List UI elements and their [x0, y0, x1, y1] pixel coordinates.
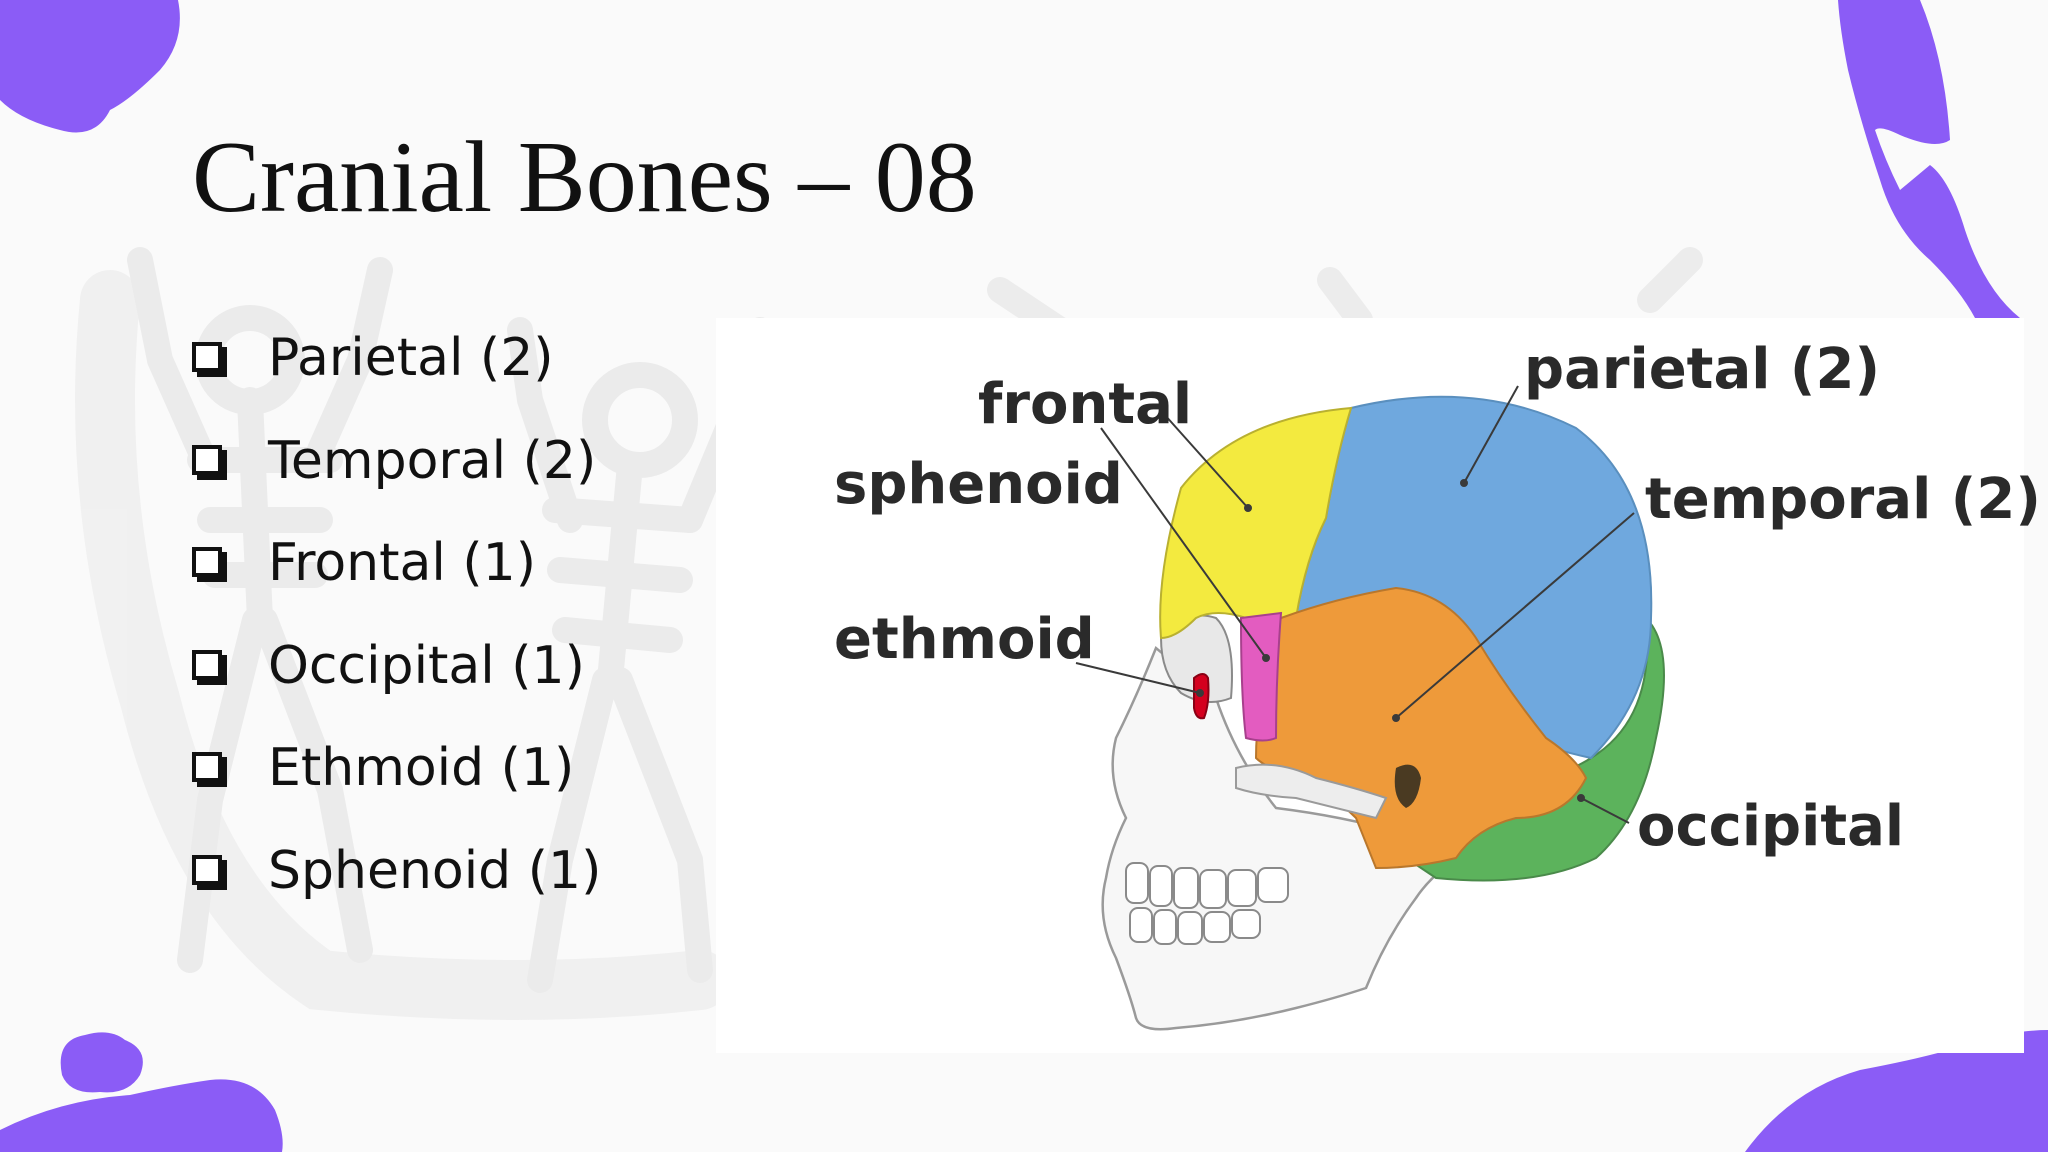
- list-item: Sphenoid (1): [192, 841, 601, 946]
- checkbox-icon: [192, 649, 222, 680]
- list-item-label: Parietal (2): [268, 328, 554, 388]
- list-item: Temporal (2): [192, 431, 601, 536]
- label-occipital: occipital: [1637, 794, 1904, 859]
- checkbox-icon: [192, 854, 222, 885]
- blob-bottom-right: [1745, 1030, 2048, 1152]
- blob-top-left: [0, 0, 180, 133]
- blob-bottom-left-small: [60, 1032, 143, 1093]
- blob-bottom-left: [0, 1079, 283, 1152]
- leader-lines: [1075, 385, 1635, 824]
- sphenoid-bone: [1239, 611, 1283, 742]
- checkbox-icon: [192, 547, 222, 577]
- label-temporal: temporal (2): [1645, 467, 2041, 532]
- list-item-label: Temporal (2): [268, 430, 597, 491]
- skull-diagram: frontal sphenoid ethmoid parietal (2) te…: [716, 318, 2041, 1053]
- label-parietal: parietal (2): [1524, 337, 1880, 402]
- list-item: Occipital (1): [192, 636, 601, 741]
- list-item: Frontal (1): [192, 533, 601, 638]
- list-item-label: Sphenoid (1): [268, 840, 602, 901]
- bone-list: Parietal (2) Temporal (2) Frontal (1) Oc…: [192, 328, 601, 946]
- label-frontal: frontal: [978, 372, 1192, 437]
- list-item: Ethmoid (1): [192, 738, 601, 843]
- checkbox-icon: [192, 342, 222, 372]
- skull-diagram-svg: frontal sphenoid ethmoid parietal (2) te…: [834, 337, 2041, 1031]
- checkbox-icon: [192, 752, 222, 782]
- list-item-label: Frontal (1): [268, 533, 537, 593]
- slide-title: Cranial Bones – 08: [192, 121, 977, 234]
- list-item-label: Ethmoid (1): [268, 738, 575, 798]
- teeth: [1125, 862, 1289, 945]
- ear-canal: [1394, 764, 1421, 808]
- zygomatic-arch: [1235, 763, 1388, 820]
- blob-top-right: [1838, 0, 2020, 318]
- label-ethmoid: ethmoid: [834, 607, 1095, 672]
- checkbox-icon: [192, 444, 222, 475]
- label-sphenoid: sphenoid: [834, 452, 1123, 517]
- list-item: Parietal (2): [192, 328, 601, 433]
- list-item-label: Occipital (1): [268, 635, 585, 696]
